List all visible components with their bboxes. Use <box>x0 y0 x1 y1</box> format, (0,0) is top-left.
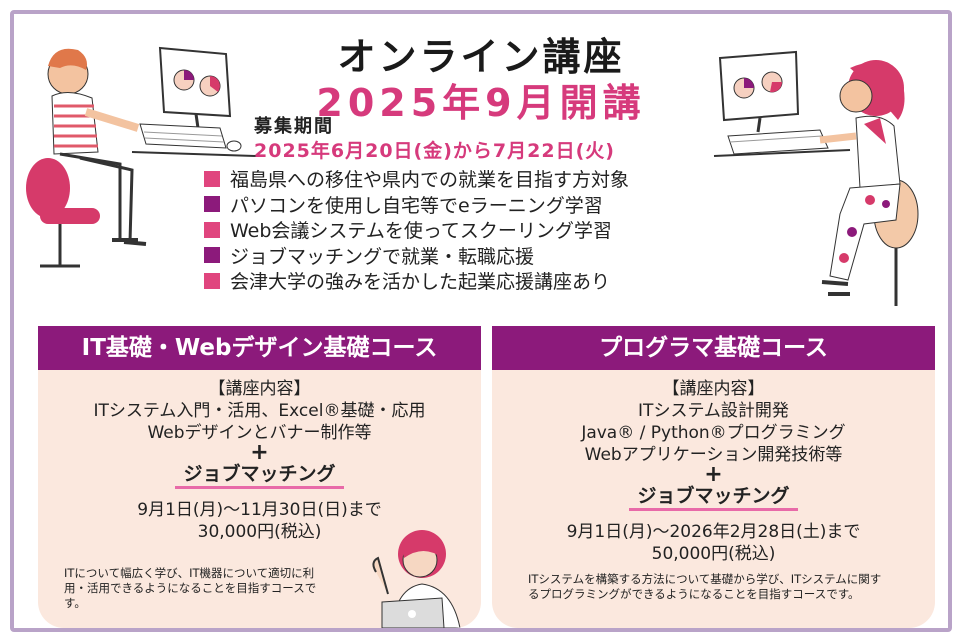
course-price: 50,000円(税込) <box>651 544 776 564</box>
content-line: ITシステム入門・活用、Excel®基礎・応用 <box>93 401 426 421</box>
job-matching-label: ジョブマッチング <box>175 462 344 489</box>
bullet-square-icon <box>204 221 220 238</box>
feature-item: 福島県への移住や県内での就業を目指す方対象 <box>204 166 629 192</box>
content-label: 【講座内容】 <box>662 379 765 399</box>
feature-item: ジョブマッチングで就業・転職応援 <box>204 243 629 269</box>
woman-with-laptop-illustration <box>372 530 461 628</box>
course-card-it-basics: IT基礎・Webデザイン基礎コース 【講座内容】 ITシステム入門・活用、Exc… <box>38 326 481 628</box>
plus-sign: + <box>250 440 269 465</box>
bullet-square-icon <box>204 196 220 213</box>
course-schedule: 9月1日(月)〜2026年2月28日(土)まで <box>566 522 861 542</box>
course-card-programmer: プログラマ基礎コース 【講座内容】 ITシステム設計開発 Java® / Pyt… <box>492 326 935 628</box>
man-at-computer-illustration <box>26 46 257 268</box>
page-title: オンライン講座 <box>337 35 625 79</box>
content-label: 【講座内容】 <box>208 379 311 399</box>
content-line: Webアプリケーション開発技術等 <box>584 445 843 465</box>
course-description: ITシステムを構築する方法について基礎から学び、ITシステムに関するプログラミン… <box>528 572 882 601</box>
bullet-square-icon <box>204 247 220 264</box>
application-period-dates: 2025年6月20日(金)から7月22日(火) <box>254 140 615 162</box>
bullet-square-icon <box>204 170 220 187</box>
job-matching-label: ジョブマッチング <box>629 484 798 511</box>
woman-at-computer-illustration <box>713 50 919 306</box>
start-date-heading: 2025年9月開講 <box>316 81 646 125</box>
bullet-square-icon <box>204 272 220 289</box>
content-line: Java® / Python®プログラミング <box>581 423 846 443</box>
course-description: ITについて幅広く学び、IT機器について適切に利用・活用できるようになることを目… <box>64 566 317 610</box>
feature-item: パソコンを使用し自宅等でeラーニング学習 <box>204 192 629 218</box>
flyer: オンライン講座 2025年9月開講 募集期間 2025年6月20日(金)から7月… <box>10 10 952 632</box>
feature-item: 会津大学の強みを活かした起業応援講座あり <box>204 268 629 294</box>
feature-list: 福島県への移住や県内での就業を目指す方対象 パソコンを使用し自宅等でeラーニング… <box>204 166 629 294</box>
feature-item: Web会議システムを使ってスクーリング学習 <box>204 217 629 243</box>
content-line: ITシステム設計開発 <box>638 401 789 421</box>
course-schedule: 9月1日(月)〜11月30日(日)まで <box>137 500 382 520</box>
application-period-label: 募集期間 <box>254 116 334 137</box>
course-price: 30,000円(税込) <box>197 522 322 542</box>
course-title: プログラマ基礎コース <box>492 326 935 370</box>
plus-sign: + <box>704 462 723 487</box>
content-line: Webデザインとバナー制作等 <box>147 423 372 443</box>
course-title: IT基礎・Webデザイン基礎コース <box>38 326 481 370</box>
